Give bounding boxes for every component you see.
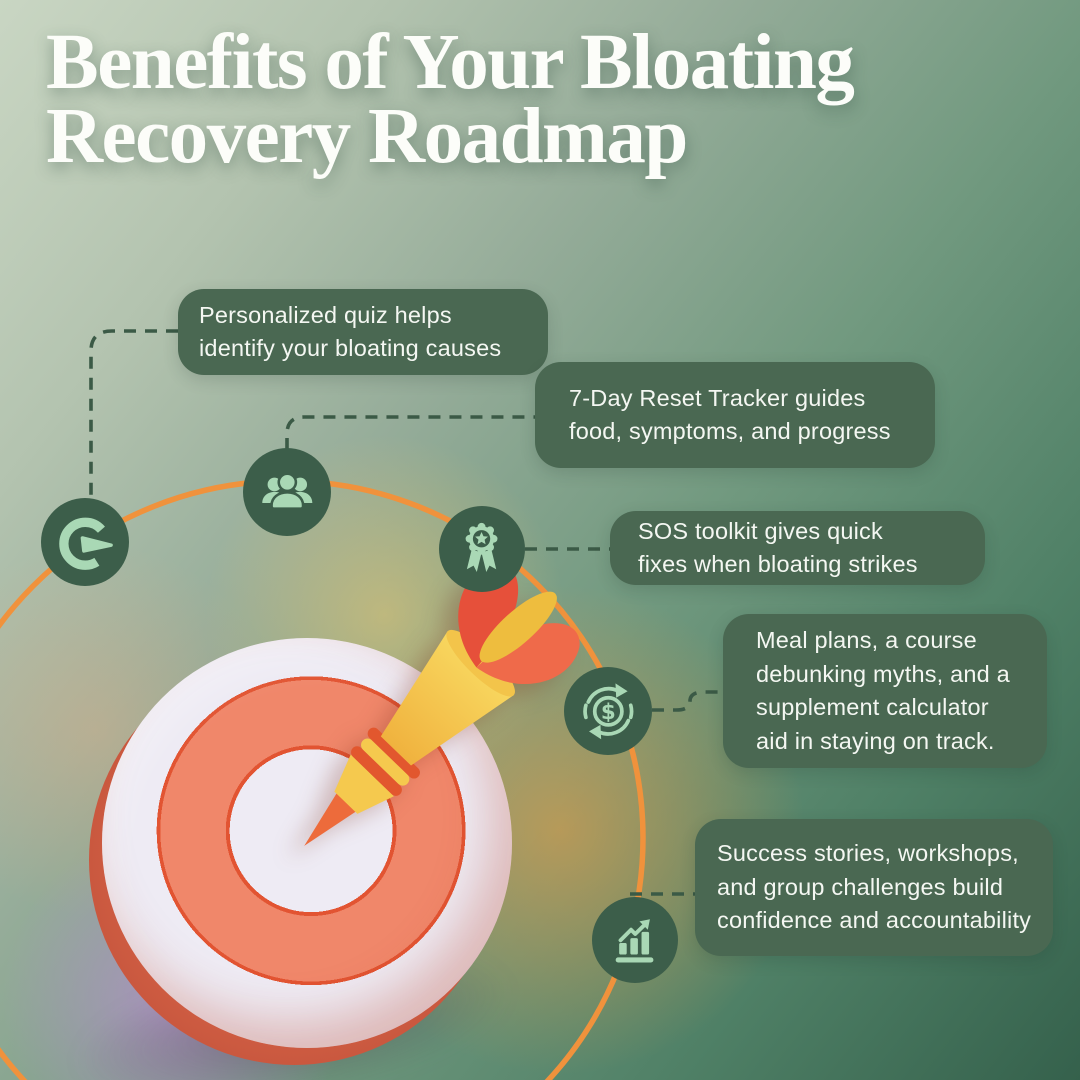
benefit-text: Success stories, workshops, [717, 840, 1019, 867]
group-icon [243, 448, 331, 536]
benefit-text: identify your bloating causes [199, 335, 502, 361]
dartboard-target [59, 638, 527, 1080]
speedometer-icon [41, 498, 129, 586]
benefit-text: aid in staying on track. [756, 727, 995, 754]
page-title: Benefits of Your Bloating Recovery Roadm… [46, 19, 855, 180]
benefit-text: Personalized quiz helps [199, 301, 452, 328]
benefit-card-community: Success stories, workshops, and group ch… [695, 819, 1053, 956]
benefit-text: 7-Day Reset Tracker guides [569, 384, 866, 411]
money-cycle-icon: $ [564, 667, 652, 755]
connector-tracker [285, 415, 536, 450]
benefit-card-quiz: Personalized quiz helps identify your bl… [178, 289, 548, 375]
benefit-text: food, symptoms, and progress [569, 418, 891, 444]
benefit-text: supplement calculator [756, 694, 989, 720]
benefit-text: debunking myths, and a [756, 660, 1010, 687]
benefit-card-mealplans: Meal plans, a course debunking myths, an… [723, 614, 1047, 768]
connector-mealplans [652, 690, 724, 712]
page-title-line1: Benefits of Your Bloating [46, 19, 855, 106]
connector-quiz [89, 329, 178, 499]
dollar-symbol: $ [601, 700, 616, 725]
benefit-card-tracker: 7-Day Reset Tracker guides food, symptom… [535, 362, 935, 468]
benefit-text: Meal plans, a course [756, 627, 977, 653]
growth-chart-icon [592, 897, 678, 983]
award-ribbon-icon [439, 506, 525, 592]
target-face [102, 638, 512, 1048]
page-title-line2: Recovery Roadmap [46, 93, 688, 180]
benefit-text: confidence and accountability [717, 907, 1032, 934]
benefit-text: and group challenges build [717, 873, 1004, 900]
benefit-text: SOS toolkit gives quick [638, 517, 883, 544]
benefit-text: fixes when bloating strikes [638, 551, 918, 577]
benefit-card-sos: SOS toolkit gives quick fixes when bloat… [610, 511, 985, 585]
